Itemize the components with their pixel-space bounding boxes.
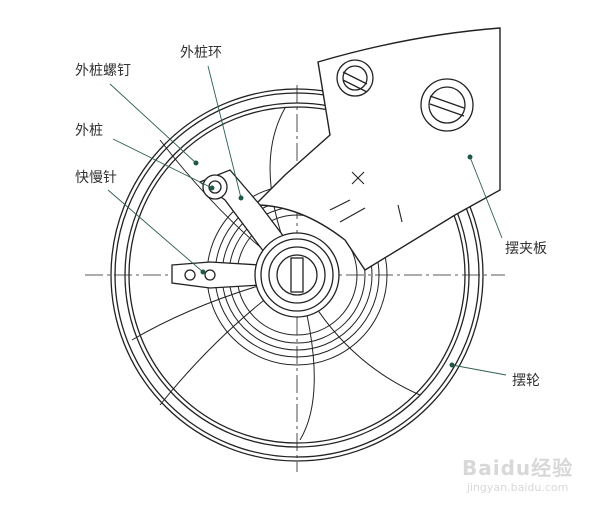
label-balance-cock: 摆夹板 [505,241,547,257]
cock-screw-1 [336,59,374,97]
label-outer-stud-screw: 外桩螺钉 [75,63,131,79]
watermark-url: jingyan.baidu.com [466,481,569,494]
leader-dots [193,154,473,368]
label-outer-stud-ring: 外桩环 [180,45,222,61]
outer-stud [202,174,228,200]
watermark: Baidu经验 jingyan.baidu.com [462,452,573,494]
label-regulator-pin: 快慢针 [75,170,117,186]
label-outer-stud: 外桩 [75,123,103,139]
cock-markings [329,171,403,223]
cock-screw-2 [420,78,474,132]
label-balance-wheel: 摆轮 [512,373,540,389]
watermark-brand: Baidu经验 [462,456,574,480]
balance-staff [254,232,340,318]
leader-lines [107,65,507,376]
balance-wheel-rim [110,88,484,462]
